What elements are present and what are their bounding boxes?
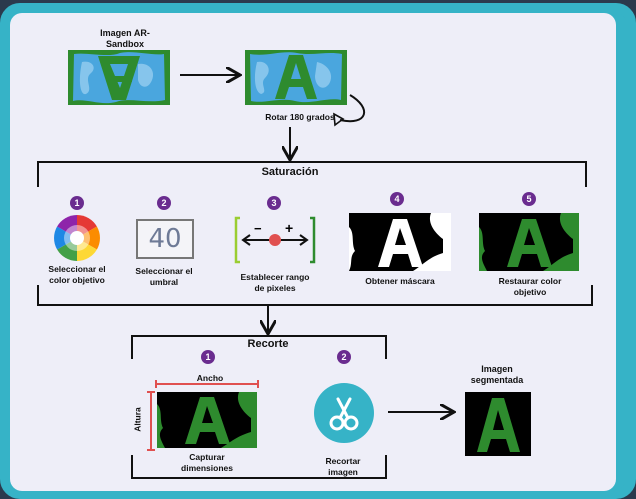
saturation-step-1-number: 1 xyxy=(70,196,84,210)
output-title: Imagen segmentada xyxy=(470,364,524,385)
pixel-range-icon: − + xyxy=(234,213,316,267)
segmented-output-image xyxy=(465,392,531,456)
binary-mask-image xyxy=(349,213,451,271)
crop-step-1-label: Capturar dimensiones xyxy=(181,452,233,473)
saturation-step-4-label: Obtener máscara xyxy=(365,276,435,286)
captured-dimensions-image xyxy=(157,392,257,448)
rotation-curl-icon xyxy=(339,94,366,123)
saturation-step-4-number: 4 xyxy=(390,192,404,206)
saturation-step-1-label: Seleccionar el color objetivo xyxy=(48,264,106,285)
saturation-step-3-label: Establecer rango de pixeles xyxy=(240,272,310,293)
saturation-title: Saturación xyxy=(261,166,319,178)
rotate-label: Rotar 180 grados xyxy=(265,112,335,122)
saturation-bracket-bottom xyxy=(37,285,593,306)
crop-step-2-number: 2 xyxy=(337,350,351,364)
crop-step-1-number: 1 xyxy=(201,350,215,364)
color-wheel-icon xyxy=(53,214,101,262)
scissors-icon xyxy=(314,383,374,443)
crop-bracket-bottom xyxy=(131,455,387,479)
height-label: Altura xyxy=(132,407,143,432)
saturation-step-5-number: 5 xyxy=(522,192,536,206)
minus-icon: − xyxy=(254,221,262,236)
crop-title: Recorte xyxy=(247,338,289,350)
input-sandbox-image xyxy=(68,50,170,105)
saturation-bracket-top xyxy=(37,161,587,187)
saturation-step-3-number: 3 xyxy=(267,196,281,210)
saturation-step-2-number: 2 xyxy=(157,196,171,210)
crop-step-2-label: Recortar imagen xyxy=(325,456,361,477)
saturation-step-2-label: Seleccionar el umbral xyxy=(135,266,193,287)
threshold-value: 40 xyxy=(148,224,182,254)
width-label: Ancho xyxy=(196,373,224,383)
crop-bracket-top xyxy=(131,335,387,359)
rotated-sandbox-image xyxy=(245,50,347,105)
plus-icon: + xyxy=(285,220,294,236)
saturation-step-5-label: Restaurar color objetivo xyxy=(498,276,562,297)
threshold-box: 40 xyxy=(136,219,194,259)
input-image-title: Imagen AR- Sandbox xyxy=(100,28,150,49)
restored-color-image xyxy=(479,213,579,271)
